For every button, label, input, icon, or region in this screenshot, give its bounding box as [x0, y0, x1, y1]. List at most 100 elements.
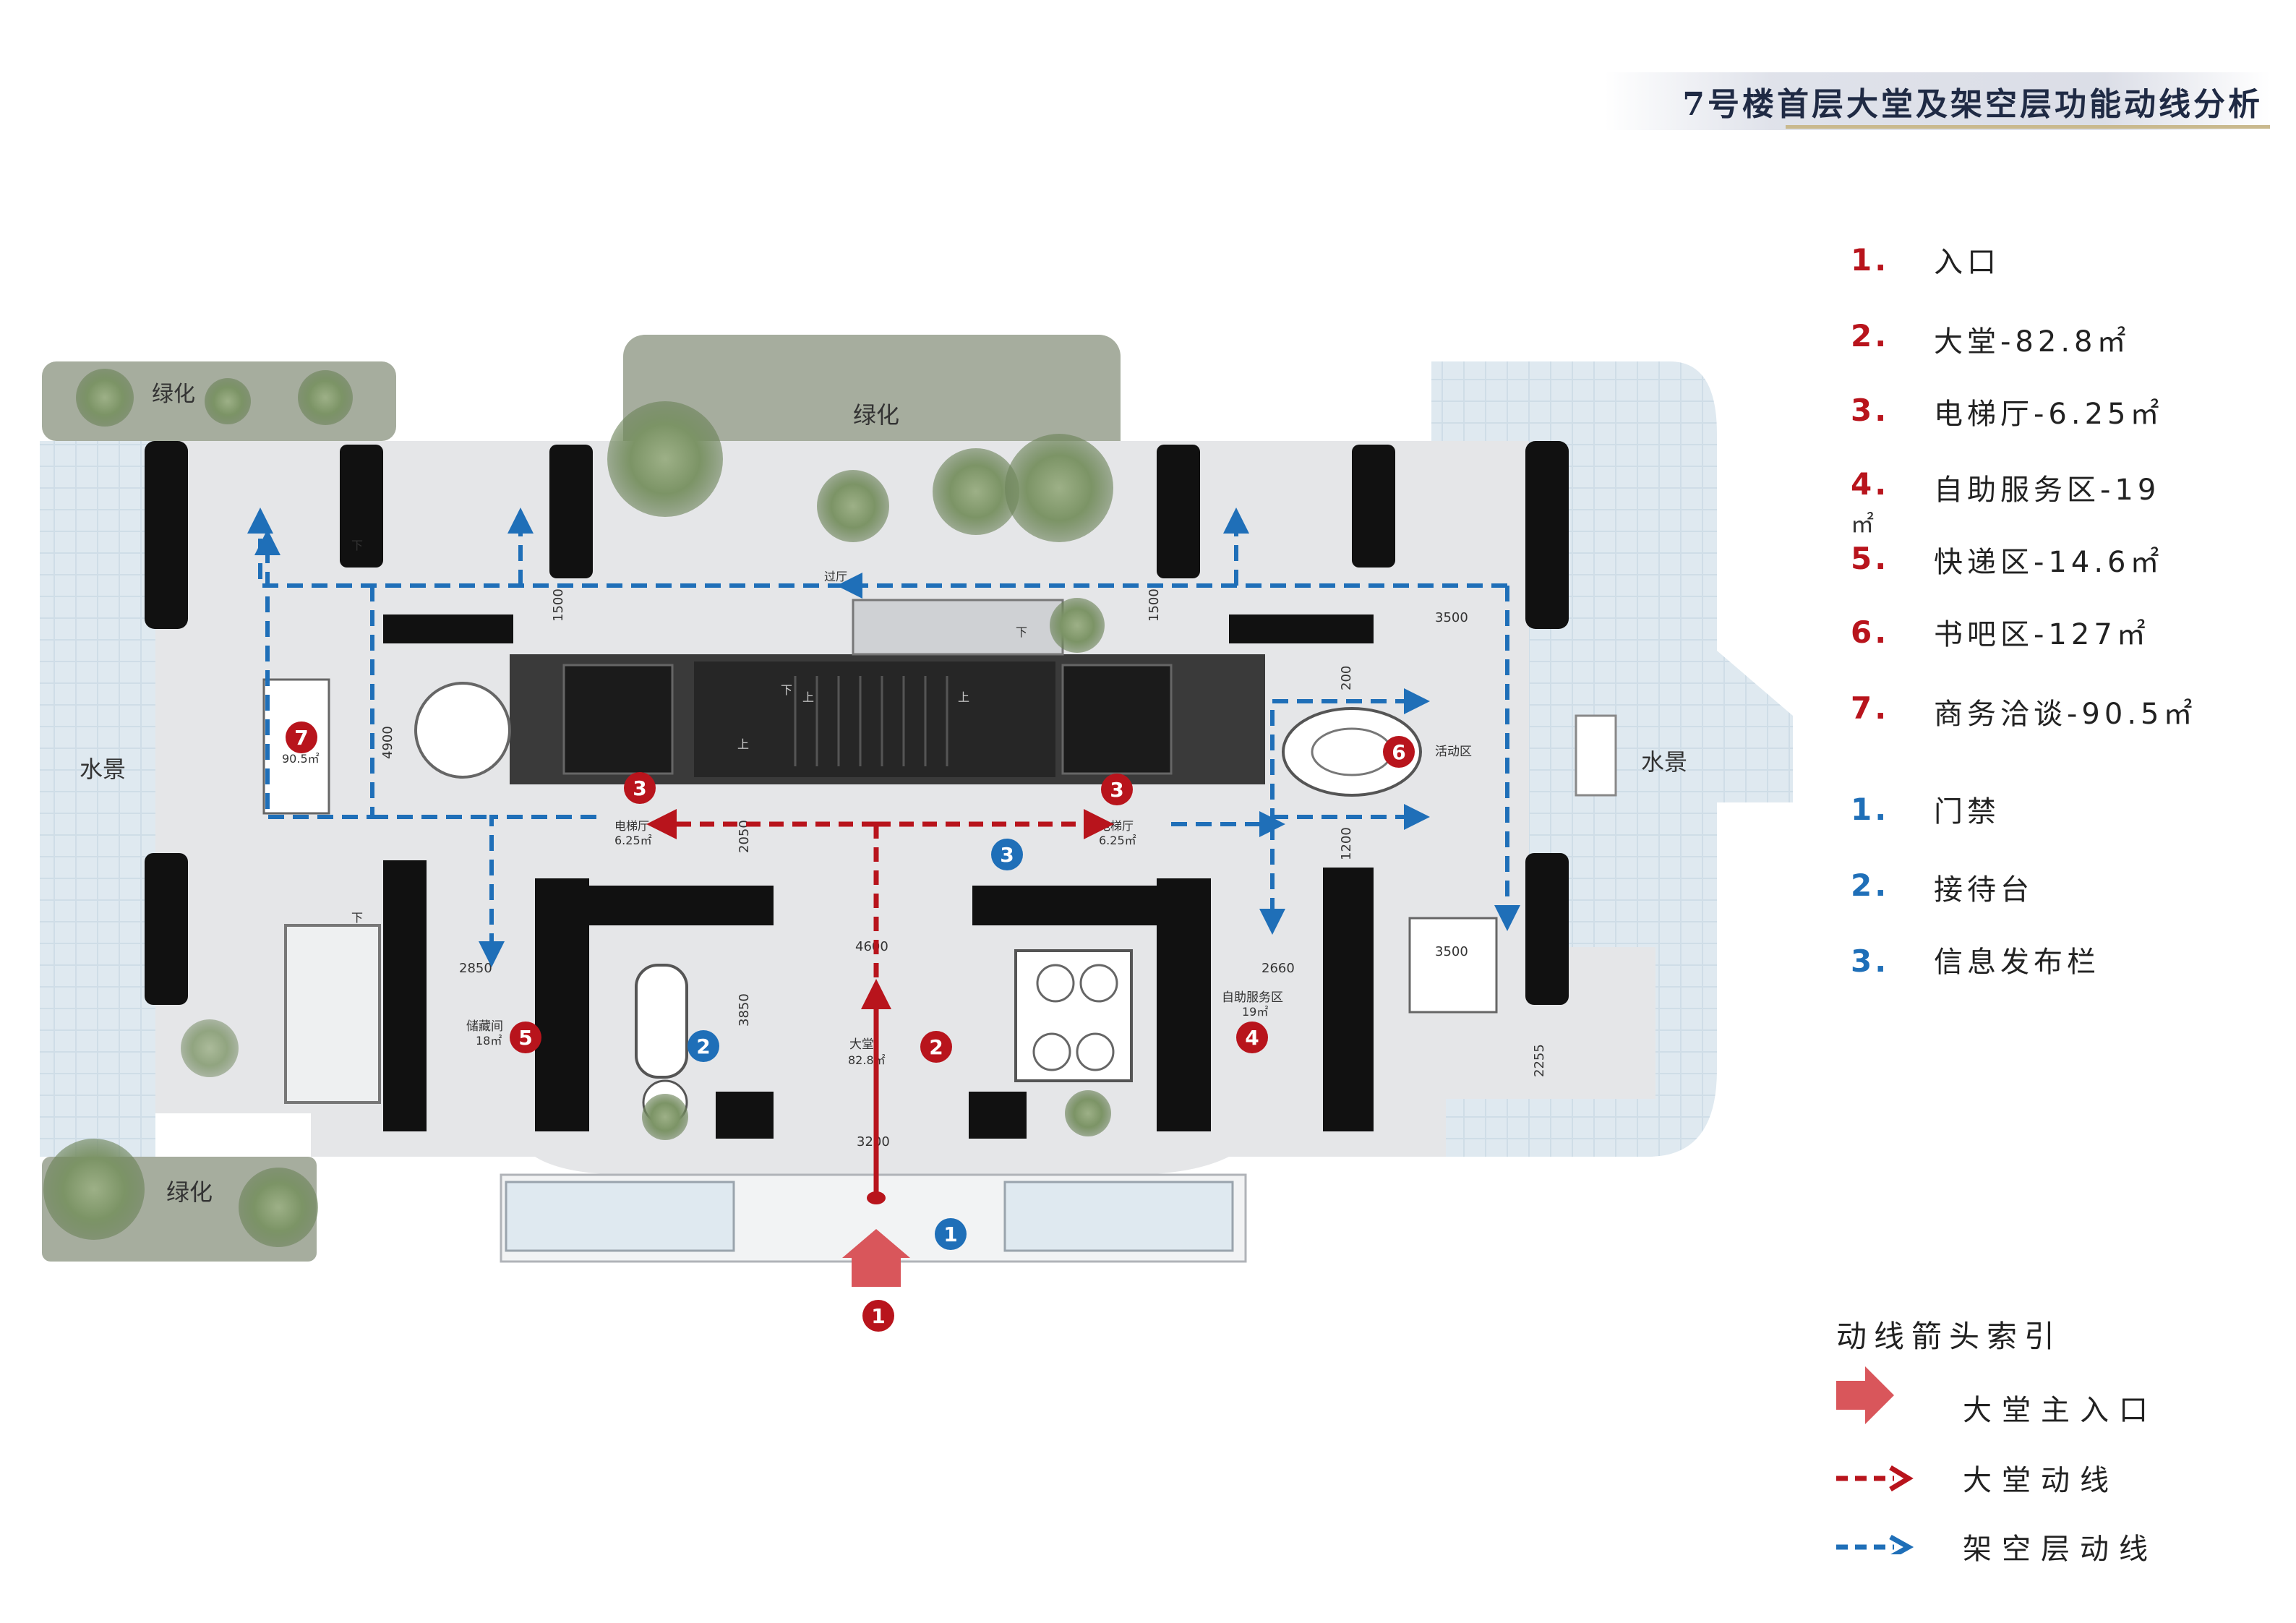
legend-label-5: 快递区-14.6㎡	[1934, 546, 2164, 579]
label-greenery-top-left: 绿化	[152, 382, 195, 407]
dim-3200: 3200	[857, 1134, 890, 1149]
svg-text:7: 7	[294, 726, 308, 750]
page-title: 7号楼首层大堂及架空层功能动线分析	[1682, 86, 2263, 123]
legend-blue-label-2: 接待台	[1934, 873, 2034, 907]
dim-4600: 4600	[855, 939, 888, 954]
legend-label-4-wrap: ㎡	[1851, 510, 1875, 538]
legend-blue-label-3: 信息发布栏	[1934, 946, 2100, 979]
arrow-label-lobby-flow: 大堂动线	[1963, 1464, 2119, 1497]
walls	[145, 441, 1569, 1139]
label-greenery-top-center: 绿化	[853, 401, 899, 429]
label-up-2: 上	[958, 690, 969, 704]
label-self-service-area: 19㎡	[1242, 1005, 1268, 1019]
legend-blue-num-1: 1.	[1851, 792, 1890, 827]
corridor-stair	[852, 599, 1064, 656]
legend-blue-num-3: 3.	[1851, 943, 1890, 979]
marker-red-1: 1	[862, 1300, 894, 1332]
marker-red-2: 2	[920, 1031, 952, 1063]
legend-label-4: 自助服务区-19	[1934, 474, 2161, 507]
label-biz-area: 90.5㎡	[282, 752, 320, 766]
marker-blue-3: 3	[991, 839, 1023, 870]
svg-text:1: 1	[943, 1222, 957, 1246]
dim-2050: 2050	[737, 820, 752, 853]
svg-text:3: 3	[1000, 843, 1014, 867]
marker-red-6: 6	[1383, 736, 1415, 768]
dim-3500-biz: 3500	[1435, 944, 1468, 959]
legend-blue-num-2: 2.	[1851, 868, 1890, 903]
svg-text:4: 4	[1245, 1026, 1259, 1050]
floor-plan: 绿化 绿化 绿化 水景 水景 过厅 上 上 上 下 下 下 下 电梯厅 6.25…	[40, 335, 1793, 1332]
label-lobby-area: 82.8㎡	[848, 1053, 886, 1067]
label-up-1: 上	[802, 690, 814, 704]
label-down-2: 下	[1016, 625, 1027, 639]
arrow-index-icons	[1836, 1366, 1914, 1554]
main-entrance-arrow	[842, 1229, 910, 1287]
svg-text:2: 2	[696, 1035, 710, 1058]
arrow-index-title: 动线箭头索引	[1836, 1319, 2062, 1354]
label-water-left: 水景	[80, 755, 126, 783]
dim-2850: 2850	[459, 961, 492, 976]
red-circulation	[646, 809, 1114, 1200]
legend-num-4: 4.	[1851, 466, 1890, 502]
legend-num-2: 2.	[1851, 318, 1890, 354]
entrance-water-right	[1003, 1181, 1234, 1252]
legend-num-7: 7.	[1851, 690, 1890, 726]
dim-1500-right: 1500	[1147, 588, 1162, 622]
arrow-label-ground-flow: 架空层动线	[1963, 1533, 2158, 1566]
legend-num-5: 5.	[1851, 541, 1890, 576]
dim-200: 200	[1339, 666, 1354, 690]
dim-1500-left: 1500	[551, 588, 566, 622]
label-corridor: 过厅	[824, 570, 847, 583]
marker-red-4: 4	[1236, 1022, 1268, 1053]
label-elevator-area-left: 6.25㎡	[614, 834, 652, 847]
marker-blue-1: 1	[935, 1218, 967, 1250]
dim-3500-top: 3500	[1435, 610, 1468, 625]
dim-2255: 2255	[1532, 1044, 1547, 1077]
title-underline	[1786, 125, 2270, 129]
title-banner: 7号楼首层大堂及架空层功能动线分析	[1605, 72, 2270, 137]
legend-label-1: 入口	[1934, 246, 2000, 279]
entry-point-dot	[867, 1191, 886, 1204]
label-lobby: 大堂	[849, 1037, 874, 1052]
dim-2660: 2660	[1261, 961, 1295, 976]
svg-text:5: 5	[518, 1026, 532, 1050]
label-down-3: 下	[351, 911, 363, 925]
marker-blue-2: 2	[687, 1030, 719, 1062]
legend-num-3: 3.	[1851, 393, 1890, 428]
water-feature-left	[40, 441, 155, 1157]
dim-3850: 3850	[737, 993, 752, 1027]
legend-blue-dash-icon	[1836, 1534, 1914, 1554]
stair-core	[694, 661, 1055, 777]
legend-num-1: 1.	[1851, 242, 1890, 278]
marker-red-3-right: 3	[1101, 774, 1133, 805]
label-elevator-hall-left: 电梯厅	[614, 819, 649, 833]
elevator-left	[562, 664, 674, 775]
legend-num-6: 6.	[1851, 614, 1890, 650]
label-greenery-bottom-left: 绿化	[166, 1178, 213, 1206]
title-glow	[1605, 72, 2270, 130]
trees	[43, 369, 1113, 1247]
blue-circulation	[247, 508, 1520, 967]
arrow-label-entrance: 大堂主入口	[1963, 1394, 2158, 1427]
svg-text:3: 3	[633, 776, 646, 800]
label-self-service: 自助服务区	[1222, 990, 1283, 1005]
entrance-water-left	[505, 1181, 735, 1252]
dim-4900: 4900	[380, 726, 395, 759]
label-up-3: 上	[737, 737, 749, 751]
legend-label-2: 大堂-82.8㎡	[1934, 325, 2130, 359]
label-elevator-area-right: 6.25㎡	[1099, 834, 1136, 847]
legend-blue-label-1: 门禁	[1934, 795, 2000, 828]
svg-text:2: 2	[929, 1035, 943, 1059]
marker-red-7: 7	[286, 721, 317, 753]
label-storage: 储藏间	[466, 1019, 503, 1034]
label-elevator-hall-right: 电梯厅	[1099, 819, 1134, 833]
label-activity: 活动区	[1435, 745, 1472, 759]
legend-label-6: 书吧区-127㎡	[1934, 618, 2150, 651]
legend-label-3: 电梯厅-6.25㎡	[1934, 398, 2164, 431]
marker-red-3-left: 3	[624, 772, 656, 804]
label-down-1: 下	[781, 683, 792, 697]
marker-red-5: 5	[510, 1022, 541, 1053]
label-down-4: 下	[351, 539, 363, 552]
label-water-right: 水景	[1641, 748, 1687, 776]
svg-text:1: 1	[871, 1304, 885, 1328]
